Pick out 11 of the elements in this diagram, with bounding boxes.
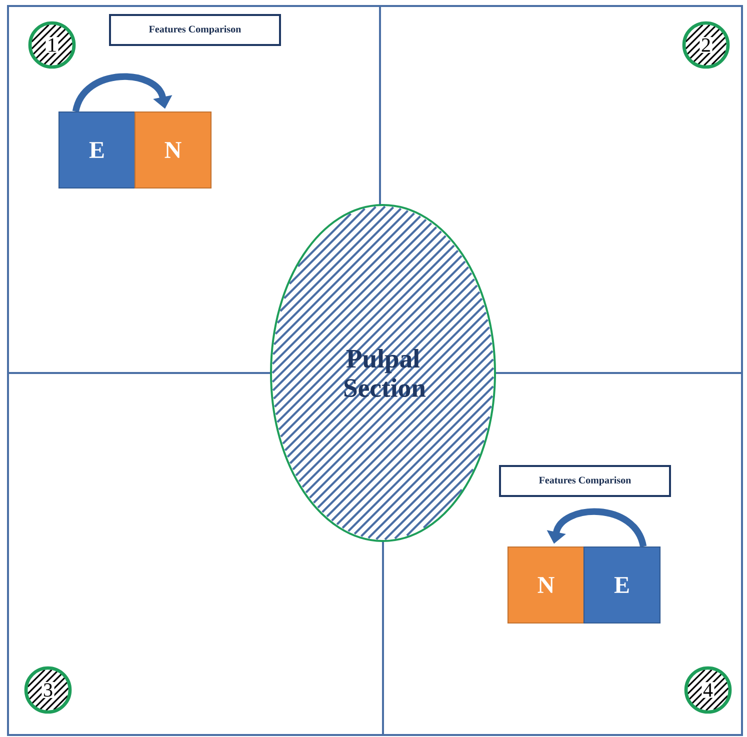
curved-arrow (72, 73, 172, 112)
number-badge: 3 (24, 666, 72, 714)
number-badge: 2 (682, 21, 730, 69)
letter-square: E (58, 111, 136, 189)
letter-square: N (134, 111, 212, 189)
title-box: Features Comparison (109, 14, 281, 46)
letter-square: N (507, 546, 585, 624)
title-box: Features Comparison (499, 465, 671, 497)
letter-square: E (583, 546, 661, 624)
number-badge: 1 (28, 21, 76, 69)
number-badge: 4 (684, 666, 732, 714)
